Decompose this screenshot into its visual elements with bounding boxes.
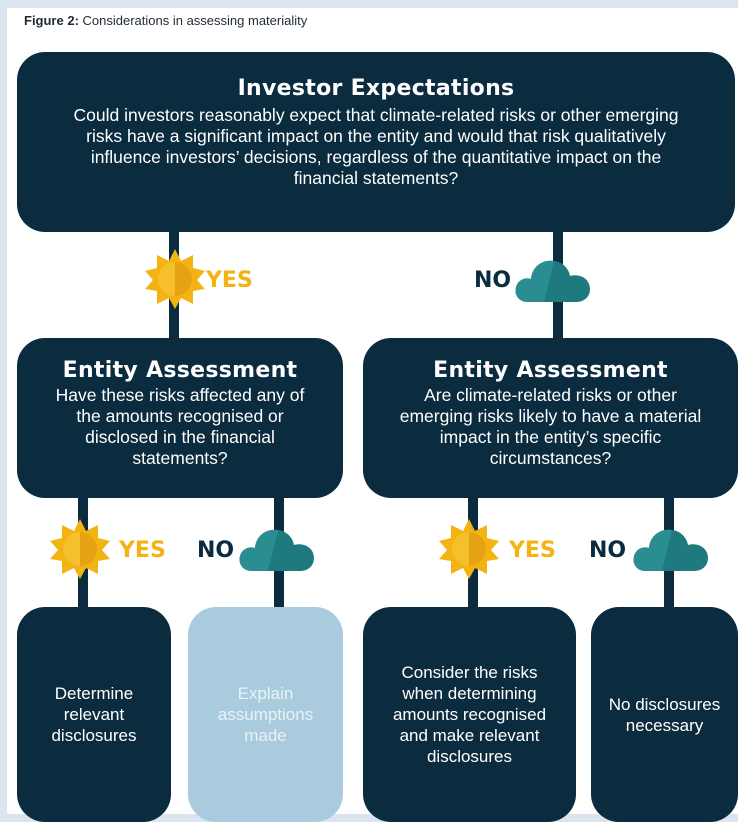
top-yes-label: YES	[206, 268, 253, 293]
left-no-label: NO	[197, 538, 235, 563]
entity-assessment-left-title: Entity Assessment	[62, 358, 298, 383]
outcome-none-text: No disclosures necessary	[608, 694, 721, 735]
right-no-label: NO	[589, 538, 627, 563]
caption-text: Considerations in assessing materiality	[78, 13, 308, 28]
sun-icon	[439, 519, 499, 579]
outcome-determine-text: Determine relevant disclosures	[51, 684, 137, 745]
top-border	[0, 0, 738, 8]
outcome-none-box: No disclosures necessary	[591, 607, 738, 822]
figure-caption: Figure 2: Considerations in assessing ma…	[24, 13, 307, 28]
entity-assessment-right-box: Entity Assessment Are climate-related ri…	[363, 338, 738, 498]
outcome-consider-box: Consider the risks when determining amou…	[363, 607, 576, 822]
sun-icon	[145, 249, 205, 309]
investor-expectations-box: Investor Expectations Could investors re…	[17, 52, 735, 232]
cloud-icon	[515, 260, 590, 302]
caption-prefix: Figure 2:	[24, 13, 79, 28]
sun-icon	[50, 519, 110, 579]
top-no-label: NO	[474, 268, 512, 293]
investor-expectations-title: Investor Expectations	[237, 76, 515, 101]
cloud-icon	[239, 529, 314, 571]
outcome-consider-text: Consider the risks when determining amou…	[392, 663, 547, 766]
entity-assessment-left-box: Entity Assessment Have these risks affec…	[17, 338, 343, 498]
left-yes-label: YES	[119, 538, 166, 563]
entity-assessment-right-text: Are climate-related risks or other emerg…	[399, 385, 702, 468]
outcome-explain-text: Explain assumptions made	[217, 684, 314, 745]
right-yes-label: YES	[509, 538, 556, 563]
entity-assessment-right-title: Entity Assessment	[433, 358, 668, 383]
investor-expectations-text: Could investors reasonably expect that c…	[73, 105, 679, 188]
outcome-explain-box: Explain assumptions made	[188, 607, 343, 822]
cloud-icon	[633, 529, 708, 571]
outcome-determine-box: Determine relevant disclosures	[17, 607, 171, 822]
entity-assessment-left-text: Have these risks affected any of the amo…	[55, 385, 305, 468]
left-border	[0, 0, 7, 814]
